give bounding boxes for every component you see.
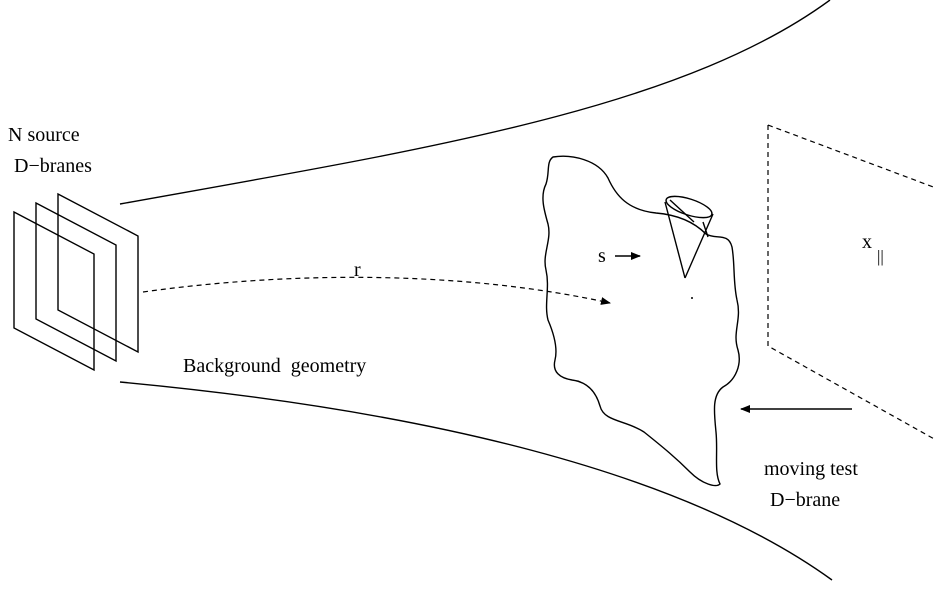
test-brane-label-line1: moving test [764,458,858,480]
source-label-line2: D−branes [14,155,92,177]
string-cone [664,195,714,279]
parallel-x-label: x [862,231,872,253]
sheet-dot [691,297,693,299]
source-brane-middle [35,201,117,363]
string-label: s [598,245,606,267]
source-label-line1: N source [8,124,80,146]
background-upper-curve [119,0,831,205]
source-brane-front [13,210,95,372]
distance-label: r [354,259,361,281]
cone-right-edge [684,213,714,279]
cone-left-edge [664,201,686,279]
parallel-brane-outline [767,124,936,441]
background-geometry-label: Background geometry [183,355,366,377]
background-lower-curve [119,381,833,581]
parallel-sub-label: || [877,247,884,266]
source-brane-back [57,192,139,354]
cone-inner-line [669,199,709,238]
distance-arrow [142,276,611,305]
test-brane-sheet [542,155,740,487]
source-brane-stack [13,192,139,372]
test-brane-label-line2: D−brane [770,489,840,511]
